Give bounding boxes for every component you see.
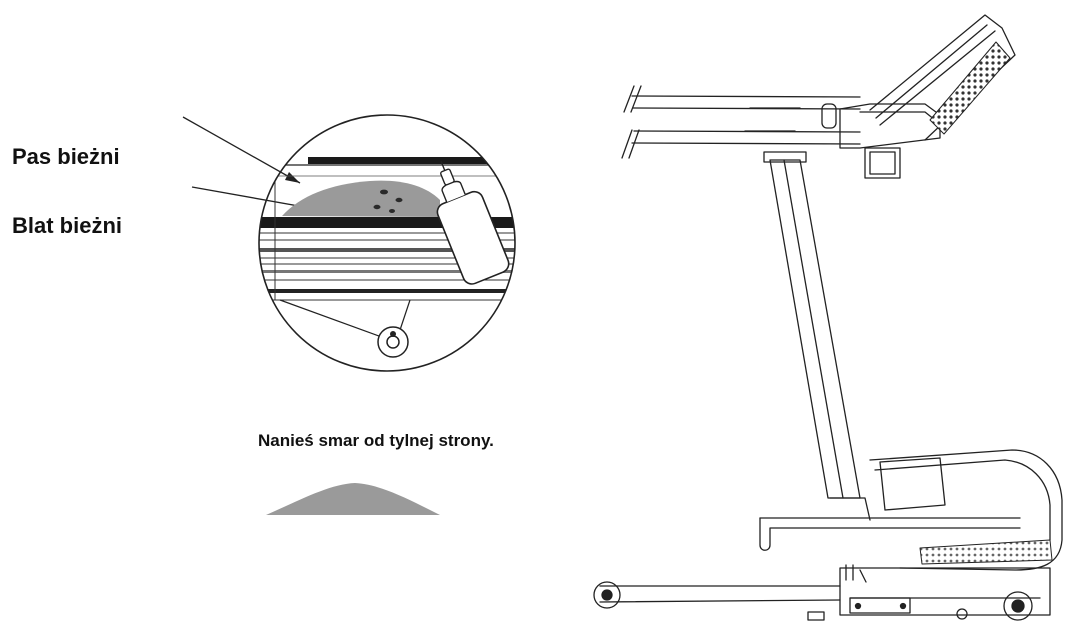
belt-label: Pas bieżni [12, 144, 120, 169]
deck-label: Blat bieżni [12, 213, 123, 238]
instruction-caption: Nanieś smar od tylnej strony. [258, 431, 494, 450]
lubricant-spread-shape [266, 483, 440, 515]
belt-pointer-arrow [182, 116, 301, 184]
treadmill-side-view [593, 14, 1063, 621]
magnified-detail-circle [258, 114, 516, 372]
